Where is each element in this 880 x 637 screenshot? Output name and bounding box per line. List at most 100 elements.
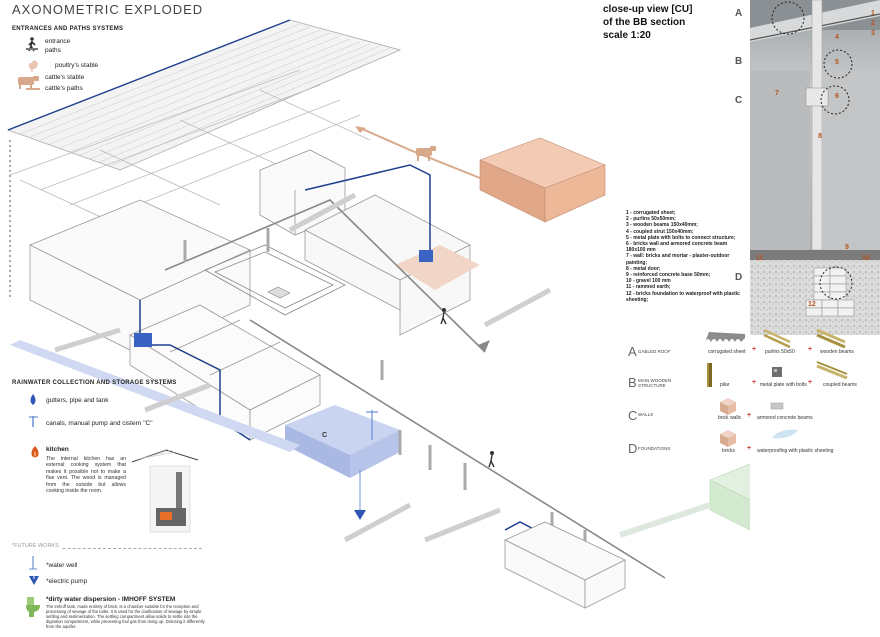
corrugated-sheet-icon [705, 332, 745, 342]
manual-pump-icon [29, 416, 38, 427]
cistern [285, 405, 400, 478]
metal-plate-icon [772, 367, 782, 377]
bricks-icon [720, 430, 736, 447]
closeup-section-photo [750, 0, 880, 335]
toilet-icon [26, 597, 40, 617]
fire-icon [31, 446, 39, 458]
list-item: 4 - coupled strut 150x40mm; [626, 228, 694, 235]
legend-poultry-stable: poultry's stable [55, 62, 99, 69]
list-item: 6 - bricks wall and armored concrete bea… [626, 241, 728, 254]
photo-number-3: 3 [871, 30, 875, 37]
path-arrow-end [478, 340, 490, 352]
well-block [267, 286, 291, 299]
material-row-a-letter: A [628, 344, 637, 359]
rainwater-heading: RAINWATER COLLECTION AND STORAGE SYSTEMS [12, 380, 177, 386]
imhoff-text: The Imhoff tank, made entirely of brick,… [46, 604, 205, 629]
material-row-d-label: FOUNDATIONS [638, 446, 671, 451]
legend-water-well: *water well [46, 562, 78, 569]
entrance-person-1 [440, 308, 447, 325]
cow-icon [18, 76, 39, 89]
legend-imhoff: *dirty water dispersion - IMHOFF SYSTEM [46, 596, 176, 603]
list-item: 11 - rammed earth; [626, 284, 671, 291]
page-title: AXONOMETRIC EXPLODED [12, 2, 204, 17]
entrance-person-2 [488, 451, 495, 468]
closeup-letter-a: A [735, 8, 743, 19]
axonometric-drawing [6, 19, 750, 609]
entrances-heading: ENTRANCES AND PATHS SYSTEMS [12, 26, 124, 32]
electric-pump-icon [29, 574, 39, 585]
material-wooden-beams: wooden beams [820, 349, 854, 355]
cattle-path-icon [26, 88, 40, 90]
material-armored-beams: armored concrete beams [757, 415, 813, 421]
photo-number-7: 7 [775, 90, 779, 97]
closeup-letter-b: B [735, 56, 743, 67]
legend-gutters: gutters, pipe and tank [46, 397, 109, 404]
photo-number-8: 8 [818, 133, 822, 140]
plus-sign: + [808, 379, 813, 386]
plus-sign: + [747, 412, 752, 419]
legend-entrance: entrance [45, 38, 71, 45]
roof-structure [9, 69, 371, 236]
material-corrugated-sheet: corrugated sheet [708, 349, 746, 355]
kitchen-sketch [131, 448, 199, 533]
photo-number-11: 11 [756, 255, 764, 262]
material-row-b-label: MAIN WOODEN STRUCTURE [638, 378, 672, 388]
cattle-stable-box [479, 137, 606, 223]
courtyard [204, 244, 346, 316]
photo-number-10: 10 [862, 255, 870, 262]
paths [164, 199, 666, 579]
material-metal-plate: metal plate with bolts [760, 382, 807, 388]
plastic-sheeting-icon [772, 429, 798, 439]
kitchen-title: kitchen [46, 446, 69, 453]
future-tank [709, 463, 750, 531]
poultry-area [395, 245, 480, 290]
material-brick-walls: brick walls [718, 415, 742, 421]
wooden-beams-icon [816, 328, 846, 348]
imhoff-rooms [504, 521, 626, 609]
material-purlins: purlins 50x50 [765, 349, 795, 355]
plus-sign: + [752, 379, 757, 386]
wind-arrows [54, 192, 552, 543]
photo-number-5: 5 [835, 59, 839, 66]
list-item: 8 - metal door; [626, 265, 661, 272]
water-tank-left [134, 333, 152, 347]
material-waterproofing: waterproofing with plastic sheeting [757, 448, 834, 454]
photo-number-6: 6 [835, 93, 839, 100]
material-row-d-letter: D [628, 441, 638, 456]
material-pilar: pilar [720, 382, 730, 388]
legend-electric-pump: *electric pump [46, 578, 88, 585]
legend-cattle-stable: cattle's stable [45, 74, 85, 81]
pillar-icon [707, 363, 712, 387]
brick-walls-icon [720, 398, 736, 415]
closeup-title: close-up view [CU] of the BB section sca… [603, 3, 692, 42]
water-drop-icon [30, 394, 36, 405]
photo-number-2: 2 [871, 20, 875, 27]
material-row-a-label: GABLED ROOF [638, 349, 671, 354]
photo-number-9: 9 [845, 244, 849, 251]
water-canal [10, 340, 300, 452]
list-item: 10 - gravel 100 mm [626, 278, 671, 285]
photo-number-12: 12 [808, 301, 816, 308]
closeup-title-line-2: of the BB section [603, 17, 686, 28]
coupled-beams-icon [816, 361, 848, 380]
list-item: 9 - reinforced concrete base 50mm; [626, 272, 711, 279]
well-pump-figure [354, 470, 366, 520]
material-bricks: bricks [722, 448, 736, 454]
legend-cattle-paths: cattle's paths [45, 85, 83, 92]
closeup-title-line-1: close-up view [CU] [603, 4, 693, 15]
pump-figure [366, 410, 378, 440]
closeup-title-line-3: scale 1:20 [603, 30, 651, 41]
future-heading: *FUTURE WORKS [12, 543, 62, 549]
kitchen-text: The internal kitchen has an external coo… [46, 456, 126, 495]
water-tank-right [419, 250, 433, 262]
plus-sign: + [752, 346, 757, 353]
section-photo-detail [750, 0, 880, 335]
closeup-components-list: 1 - corrugated sheet; 2 - purlins 50x50m… [626, 210, 746, 303]
closeup-letter-d: D [735, 272, 743, 283]
list-item: 12 - bricks foundation to waterproof wit… [626, 290, 740, 303]
list-item: 2 - purlins 50x50mm; [626, 216, 676, 223]
list-item: 7 - wall: bricks and mortar - plaster-ou… [626, 253, 730, 266]
material-coupled-beams: coupled beams [823, 382, 857, 388]
list-item: 1 - corrugated sheet; [626, 210, 676, 216]
path-line-icon [26, 48, 38, 50]
